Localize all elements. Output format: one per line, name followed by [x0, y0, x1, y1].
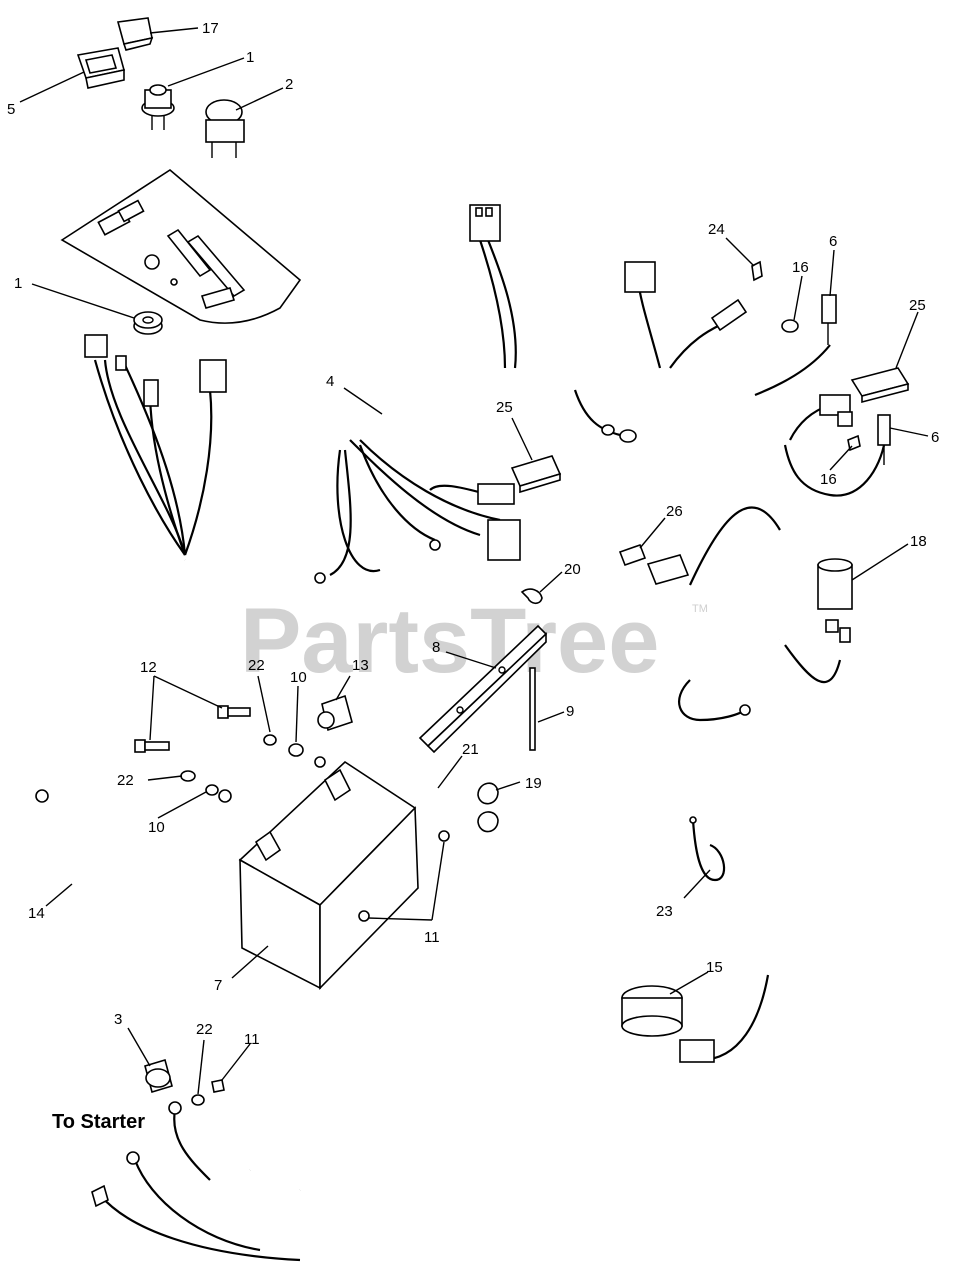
- watermark-text: PartsTree: [240, 590, 659, 692]
- callout-26: 26: [666, 503, 683, 520]
- callout-14: 14: [28, 905, 45, 922]
- callout-11-bottom: 11: [244, 1031, 260, 1048]
- battery-part-7: [238, 760, 419, 990]
- callout-5: 5: [7, 101, 15, 118]
- rocker-switch-part-17: [116, 17, 154, 51]
- rod-part-9: [529, 667, 536, 751]
- callout-18: 18: [910, 533, 927, 550]
- callout-19: 19: [525, 775, 542, 792]
- watermark-trademark: TM: [692, 603, 708, 615]
- bracket-part-8: [418, 624, 548, 754]
- starter-terminals: [91, 1101, 182, 1208]
- callout-11-battery: 11: [424, 929, 440, 946]
- push-button-switch-part-2: [205, 99, 245, 158]
- callout-3: 3: [114, 1011, 122, 1028]
- callout-4: 4: [326, 373, 334, 390]
- solenoid-part-18: [817, 558, 853, 643]
- callout-23: 23: [656, 903, 673, 920]
- bolts-part-12: [134, 705, 251, 753]
- washers: [180, 734, 304, 796]
- rocker-switch-part-5: [76, 47, 125, 89]
- callout-6-upper: 6: [829, 233, 837, 250]
- bushing-part-1: [133, 311, 163, 335]
- callout-numbers: 17 5 1 2 1 4 25 24 6 16 25 6 16 26 18 20…: [7, 20, 939, 1048]
- buzzer-part-15: [621, 985, 715, 1063]
- callout-16-upper: 16: [792, 259, 809, 276]
- bracket-part-6-lower: [877, 414, 891, 465]
- wire-tie-part-23: [689, 816, 697, 824]
- callout-17: 17: [202, 20, 219, 37]
- callout-7: 7: [214, 977, 222, 994]
- ground-strap-part-14: [35, 789, 232, 893]
- callout-22-mid: 22: [117, 772, 134, 789]
- battery-cable-part-21: [314, 754, 457, 917]
- plug-connector-right: [624, 260, 763, 332]
- wire-leads: [93, 239, 887, 1262]
- callout-8: 8: [432, 639, 440, 656]
- plug-part-16-upper: [781, 319, 799, 333]
- callout-15: 15: [706, 959, 723, 976]
- plug-connector-top: [469, 204, 501, 242]
- callout-1-top: 1: [246, 49, 254, 66]
- relay-part-26: [618, 543, 690, 585]
- fuse-block-part-25-center: [510, 455, 562, 494]
- callout-25-center: 25: [496, 399, 513, 416]
- callout-20: 20: [564, 561, 581, 578]
- callout-6-lower: 6: [931, 429, 939, 446]
- main-wiring-harness: [170, 367, 787, 1221]
- callout-12: 12: [140, 659, 157, 676]
- terminal-boot-part-13: [317, 694, 353, 732]
- clip-part-20: [520, 588, 543, 605]
- callout-22-bottom: 22: [196, 1021, 213, 1038]
- terminal-boot-part-3: [144, 1058, 173, 1094]
- ignition-switch-part-1: [141, 84, 175, 130]
- dash-panel: [60, 169, 302, 324]
- callout-16-lower: 16: [820, 471, 837, 488]
- harness-connector-center: [314, 483, 521, 584]
- callout-2: 2: [285, 76, 293, 93]
- callout-24: 24: [708, 221, 725, 238]
- dash-connectors: [84, 334, 227, 407]
- callout-22-top: 22: [248, 657, 265, 674]
- callout-leader-lines: [19, 27, 929, 1095]
- cable-clamps-part-19: [477, 782, 499, 833]
- callout-25-right: 25: [909, 297, 926, 314]
- washer-nut-bottom: [191, 1079, 225, 1106]
- fuse-block-part-25-right: [850, 367, 910, 404]
- bracket-part-6-upper: [821, 294, 837, 345]
- callout-1-bushing: 1: [14, 275, 22, 292]
- ring-terminals: [601, 424, 751, 716]
- callout-10-top: 10: [290, 669, 307, 686]
- callout-10-mid: 10: [148, 819, 165, 836]
- callout-21: 21: [462, 741, 479, 758]
- plug-connector-right-lower: [819, 394, 853, 427]
- to-starter-label: To Starter: [52, 1111, 145, 1133]
- callout-9: 9: [566, 703, 574, 720]
- callout-13: 13: [352, 657, 369, 674]
